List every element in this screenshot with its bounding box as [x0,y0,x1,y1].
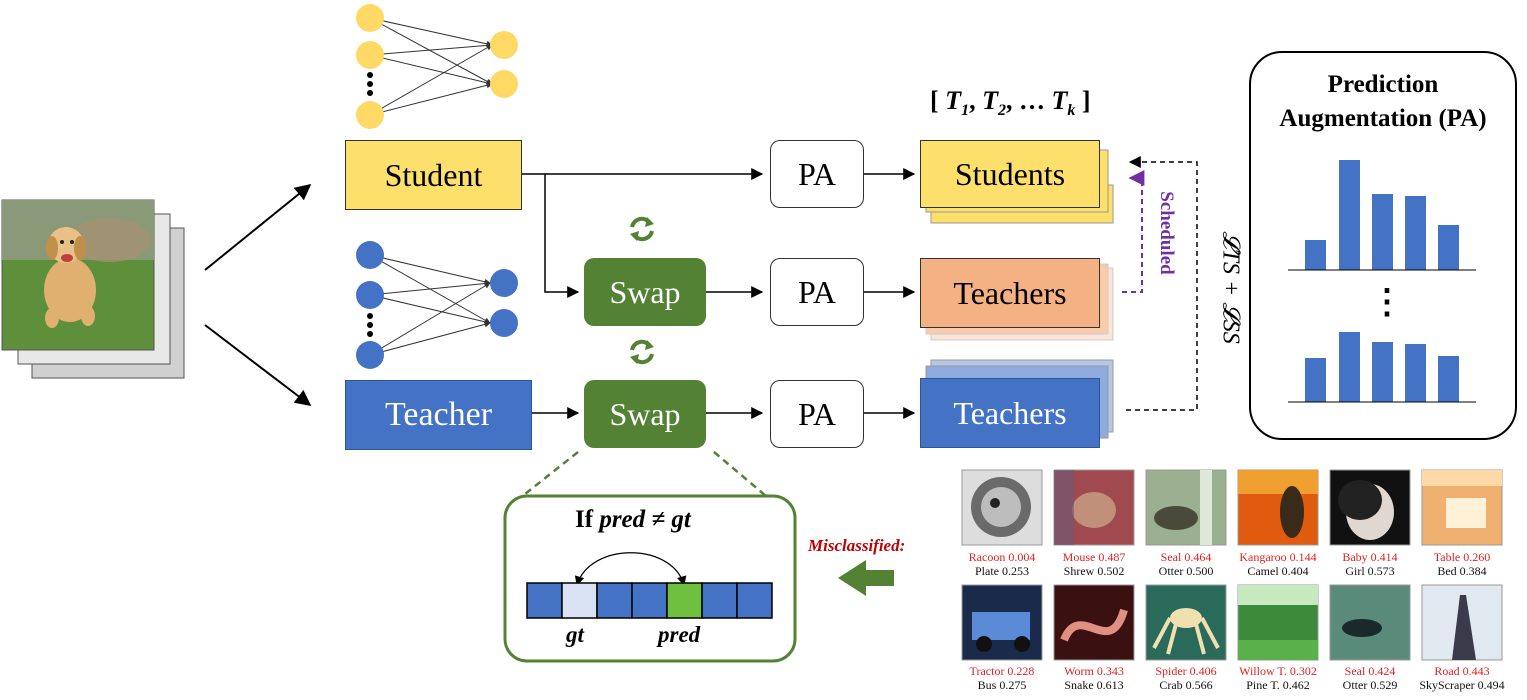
puppy-image [1,199,185,379]
scheduled-label: Scheduled [1156,191,1177,275]
thumb-worm [1053,584,1135,661]
pa-histogram-top [1288,160,1476,271]
pa-box-top: PA [770,140,864,208]
pa-label: PA [798,395,836,432]
ground-truth-class-score: Bus 0.275 [977,678,1027,692]
pa-label: PA [798,155,836,192]
ground-truth-class-score: Plate 0.253 [975,564,1029,578]
predicted-class-score: Seal 0.424 [1344,664,1396,678]
ground-truth-class-score: Otter 0.500 [1158,564,1214,578]
pa-panel-title: Prediction Augmentation (PA) [1279,71,1487,132]
misclassified-images [961,469,1503,661]
ground-truth-class-score: Girl 0.573 [1345,564,1395,578]
students-label: Students [954,155,1066,192]
t-list: [ T1, T2, … Tk ] [930,86,1091,120]
pa-label: PA [798,273,836,310]
predicted-class-score: Seal 0.464 [1160,550,1212,564]
ground-truth-class-score: Pine T. 0.462 [1246,678,1310,692]
arrow-left-icon [838,560,894,596]
thumb-tractor [961,584,1043,661]
swap-label: Swap [609,395,681,432]
zoom-line-right [713,451,767,497]
zoom-line-left [519,451,579,499]
swap-box-bottom: Swap [584,380,706,448]
teacher-label: Teacher [384,396,493,433]
thumb-kangaroo [1237,469,1319,546]
thumb-seal-2 [1329,584,1411,661]
pa-dots: ⋮ [1370,284,1404,321]
swap-label: Swap [609,273,681,310]
swap-cycle-icon [630,339,654,365]
teachers-label: Teachers [953,394,1067,431]
ground-truth-class-score: Crab 0.566 [1159,678,1213,692]
ground-truth-class-score: SkyScraper 0.494 [1419,678,1505,692]
predicted-class-score: Table 0.260 [1433,550,1491,564]
thumb-racoon [961,469,1043,546]
loss-label: 𝓛TS + 𝓛SS [1217,231,1244,344]
swap-curve-arrow [574,552,687,586]
teachers-swapped-label: Teachers [953,274,1067,311]
gt-label: gt [566,622,584,647]
predicted-class-score: Baby 0.414 [1342,550,1398,564]
if-condition: If pred ≠ gt [575,506,691,533]
predicted-class-score: Kangaroo 0.144 [1239,550,1317,564]
neural-net-icon [356,4,518,129]
teacher-box: Teacher [345,380,532,450]
teachers-swapped-box: Teachers [920,258,1100,328]
predicted-class-score: Willow T. 0.302 [1239,664,1317,678]
student-label: Student [384,156,483,193]
swap-cycle-icon [630,216,654,242]
neural-net-icon [356,241,518,369]
arrow-image-to-student [204,183,312,271]
predicted-class-score: Tractor 0.228 [969,664,1035,678]
misclassified-label: Misclassified: [808,536,906,555]
teachers-box: Teachers [920,378,1100,448]
predicted-class-score: Mouse 0.487 [1062,550,1126,564]
pa-box-middle: PA [770,258,864,326]
arrow-student-to-swap [544,174,580,298]
predicted-class-score: Road 0.443 [1434,664,1490,678]
students-box: Students [920,140,1100,208]
scheduled-arrow [1122,170,1145,293]
thumb-table [1421,469,1503,546]
predicted-class-score: Spider 0.406 [1155,664,1217,678]
predicted-class-score: Racoon 0.004 [968,550,1036,564]
predicted-class-score: Worm 0.343 [1064,664,1124,678]
thumb-mouse [1053,469,1135,546]
ground-truth-class-score: Shrew 0.502 [1063,564,1125,578]
prediction-vector [526,582,773,619]
loss-feedback-arrow [1126,156,1198,411]
thumb-baby [1329,469,1411,546]
swap-box-top: Swap [584,258,706,326]
pred-label: pred [658,622,701,647]
pa-histogram-bottom [1288,332,1476,403]
ground-truth-class-score: Snake 0.613 [1064,678,1124,692]
ground-truth-class-score: Camel 0.404 [1247,564,1309,578]
arrow-image-to-teacher [204,324,312,406]
pa-box-bottom: PA [770,380,864,448]
thumb-spider [1145,584,1227,661]
thumb-willow [1237,584,1319,661]
student-box: Student [345,140,522,210]
thumb-seal [1145,469,1227,546]
ground-truth-class-score: Bed 0.384 [1437,564,1487,578]
ground-truth-class-score: Otter 0.529 [1342,678,1398,692]
thumb-road [1421,584,1503,661]
